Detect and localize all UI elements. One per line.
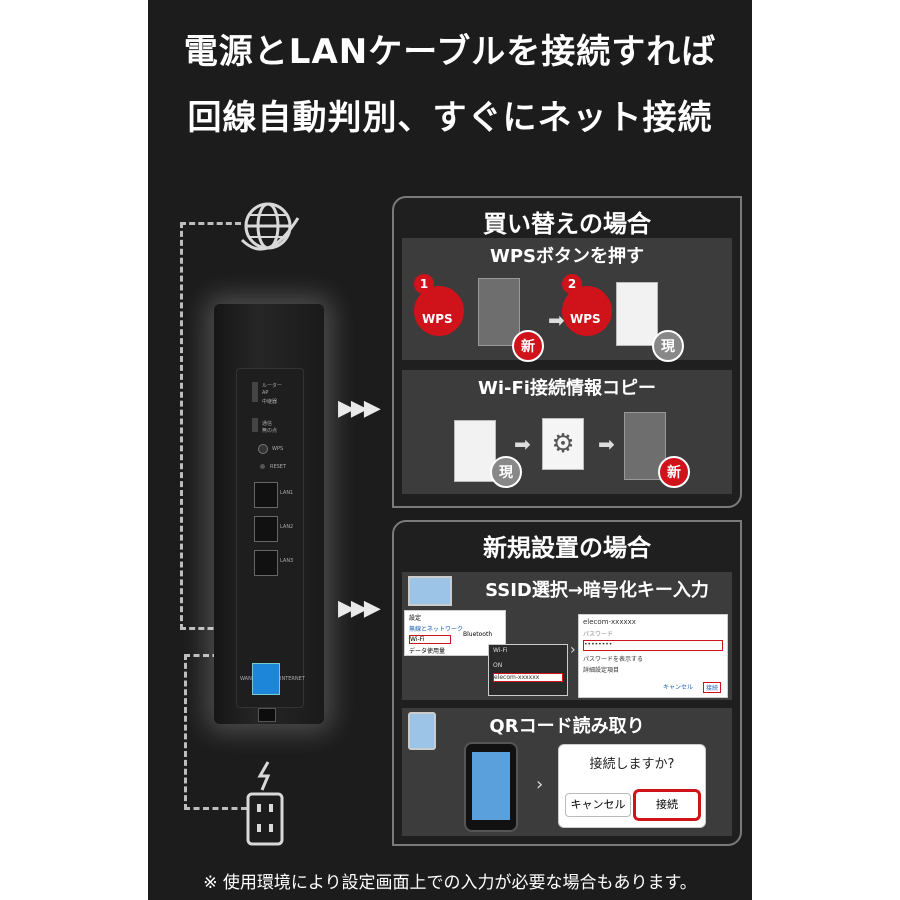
copy-step-panel: Wi-Fi接続情報コピー 現 ➡ ⚙ ➡ 新 bbox=[402, 370, 732, 494]
replacement-section: 買い替えの場合 WPSボタンを押す 1 WPS 新 ➡ 2 WPS 現 Wi-F… bbox=[392, 196, 742, 508]
advanced-options[interactable]: 詳細設定項目 bbox=[583, 667, 620, 674]
mode-switch[interactable] bbox=[252, 382, 258, 402]
router-rear-panel: ルーター AP 中継器 通信 無の点 WPS RESET LAN1 LAN2 L… bbox=[236, 368, 305, 722]
password-input[interactable]: •••••••• bbox=[583, 640, 723, 651]
lan1-port[interactable] bbox=[254, 482, 278, 508]
headline-line-2: 回線自動判別、すぐにネット接続 bbox=[187, 98, 713, 138]
wps-press-icon bbox=[562, 286, 612, 336]
ssid-step-panel: SSID選択→暗号化キー入力 設定 無線とネットワーク Wi-Fi データ使用量… bbox=[402, 572, 732, 700]
lan2-label: LAN2 bbox=[280, 524, 294, 530]
arrow-right-icon: ➡ bbox=[598, 432, 615, 456]
internet-cable-line bbox=[180, 222, 241, 630]
mode-label-ap: AP bbox=[262, 390, 269, 396]
internet-label: INTERNET bbox=[280, 676, 305, 682]
laptop-icon bbox=[408, 576, 452, 606]
network-category: 無線とネットワーク bbox=[409, 626, 464, 633]
wps-press-icon bbox=[414, 286, 464, 336]
qr-step-title: QRコード読み取り bbox=[489, 716, 645, 737]
reset-label: RESET bbox=[270, 464, 287, 470]
wps-step-title: WPSボタンを押す bbox=[489, 246, 644, 267]
chevron-right-icon: › bbox=[570, 642, 576, 658]
tablet-icon bbox=[408, 712, 436, 750]
show-password-checkbox[interactable]: パスワードを表示する bbox=[583, 656, 644, 663]
wps-step-panel: WPSボタンを押す 1 WPS 新 ➡ 2 WPS 現 bbox=[402, 238, 732, 362]
product-infographic: 電源とLANケーブルを接続すれば 回線自動判別、すぐにネット接続 ルーター AP… bbox=[148, 0, 752, 900]
wifi-panel: Wi-Fi ON elecom-xxxxxx bbox=[488, 644, 568, 696]
led-label-1: 通信 bbox=[262, 421, 273, 427]
wifi-on-toggle[interactable]: ON bbox=[493, 662, 503, 669]
dialog-ssid-name: elecom-xxxxxx bbox=[583, 618, 636, 626]
qr-code-icon bbox=[472, 752, 510, 820]
wps-label-2: WPS bbox=[570, 312, 601, 326]
gear-icon: ⚙ bbox=[542, 418, 584, 470]
qr-step-panel: QRコード読み取り › 接続しますか? キャンセル 接続 bbox=[402, 708, 732, 836]
current-router-icon bbox=[616, 282, 658, 346]
copy-step-title: Wi-Fi接続情報コピー bbox=[478, 378, 656, 399]
new-badge: 新 bbox=[658, 456, 690, 488]
smartphone-icon bbox=[464, 742, 518, 832]
password-dialog: elecom-xxxxxx パスワード •••••••• パスワードを表示する … bbox=[578, 614, 728, 698]
bluetooth-item[interactable]: Bluetooth bbox=[463, 631, 493, 638]
replacement-title: 買い替えの場合 bbox=[483, 210, 651, 238]
chevron-right-icon: › bbox=[536, 774, 544, 795]
mode-label-repeater: 中継器 bbox=[262, 399, 278, 405]
new-install-title: 新規設置の場合 bbox=[483, 534, 651, 562]
wps-label: WPS bbox=[272, 446, 284, 452]
cancel-button[interactable]: キャンセル bbox=[565, 793, 631, 817]
data-usage-item[interactable]: データ使用量 bbox=[409, 648, 446, 655]
mode-label-router: ルーター bbox=[262, 383, 283, 389]
connect-dialog: 接続しますか? キャンセル 接続 bbox=[558, 744, 706, 828]
dc-in-port[interactable] bbox=[258, 708, 276, 722]
globe-icon bbox=[238, 196, 302, 260]
connect-link[interactable]: 接続 bbox=[702, 682, 721, 693]
reset-button[interactable] bbox=[260, 464, 265, 469]
connect-button[interactable]: 接続 bbox=[633, 789, 701, 821]
lan1-label: LAN1 bbox=[280, 490, 294, 496]
lan3-port[interactable] bbox=[254, 550, 278, 576]
headline-line-1: 電源とLANケーブルを接続すれば bbox=[183, 32, 717, 72]
new-badge: 新 bbox=[512, 330, 544, 362]
settings-header: 設定 bbox=[409, 615, 422, 622]
ssid-step-title: SSID選択→暗号化キー入力 bbox=[485, 580, 709, 601]
ssid-list-item[interactable]: elecom-xxxxxx bbox=[493, 673, 563, 682]
wps-label-1: WPS bbox=[422, 312, 453, 326]
lan3-label: LAN3 bbox=[280, 558, 294, 564]
footnote: ※ 使用環境により設定画面上での入力が必要な場合もあります。 bbox=[203, 873, 697, 893]
settings-window: 設定 無線とネットワーク Wi-Fi データ使用量 Bluetooth bbox=[404, 610, 506, 656]
current-router-icon bbox=[454, 420, 496, 482]
new-install-section: 新規設置の場合 SSID選択→暗号化キー入力 設定 無線とネットワーク Wi-F… bbox=[392, 520, 742, 846]
led-label-2: 無の点 bbox=[262, 428, 278, 434]
router-rear-view: ルーター AP 中継器 通信 無の点 WPS RESET LAN1 LAN2 L… bbox=[214, 304, 324, 724]
wps-button[interactable] bbox=[258, 444, 268, 454]
arrow-right-icon: ▶▶▶ bbox=[338, 396, 381, 421]
connect-question: 接続しますか? bbox=[589, 757, 675, 772]
arrow-right-icon: ➡ bbox=[548, 308, 565, 332]
power-outlet-icon bbox=[242, 760, 288, 846]
wifi-panel-title: Wi-Fi bbox=[493, 647, 508, 654]
wan-port[interactable] bbox=[252, 663, 280, 695]
wan-label: WAN bbox=[240, 676, 252, 682]
cancel-link[interactable]: キャンセル bbox=[662, 684, 693, 691]
lan2-port[interactable] bbox=[254, 516, 278, 542]
current-badge: 現 bbox=[652, 330, 684, 362]
wifi-menu-item[interactable]: Wi-Fi bbox=[409, 635, 451, 644]
password-label: パスワード bbox=[583, 631, 614, 638]
new-router-icon bbox=[478, 278, 520, 346]
arrow-right-icon: ➡ bbox=[514, 432, 531, 456]
led-switch[interactable] bbox=[252, 418, 258, 432]
current-badge: 現 bbox=[490, 456, 522, 488]
arrow-right-icon: ▶▶▶ bbox=[338, 596, 381, 621]
